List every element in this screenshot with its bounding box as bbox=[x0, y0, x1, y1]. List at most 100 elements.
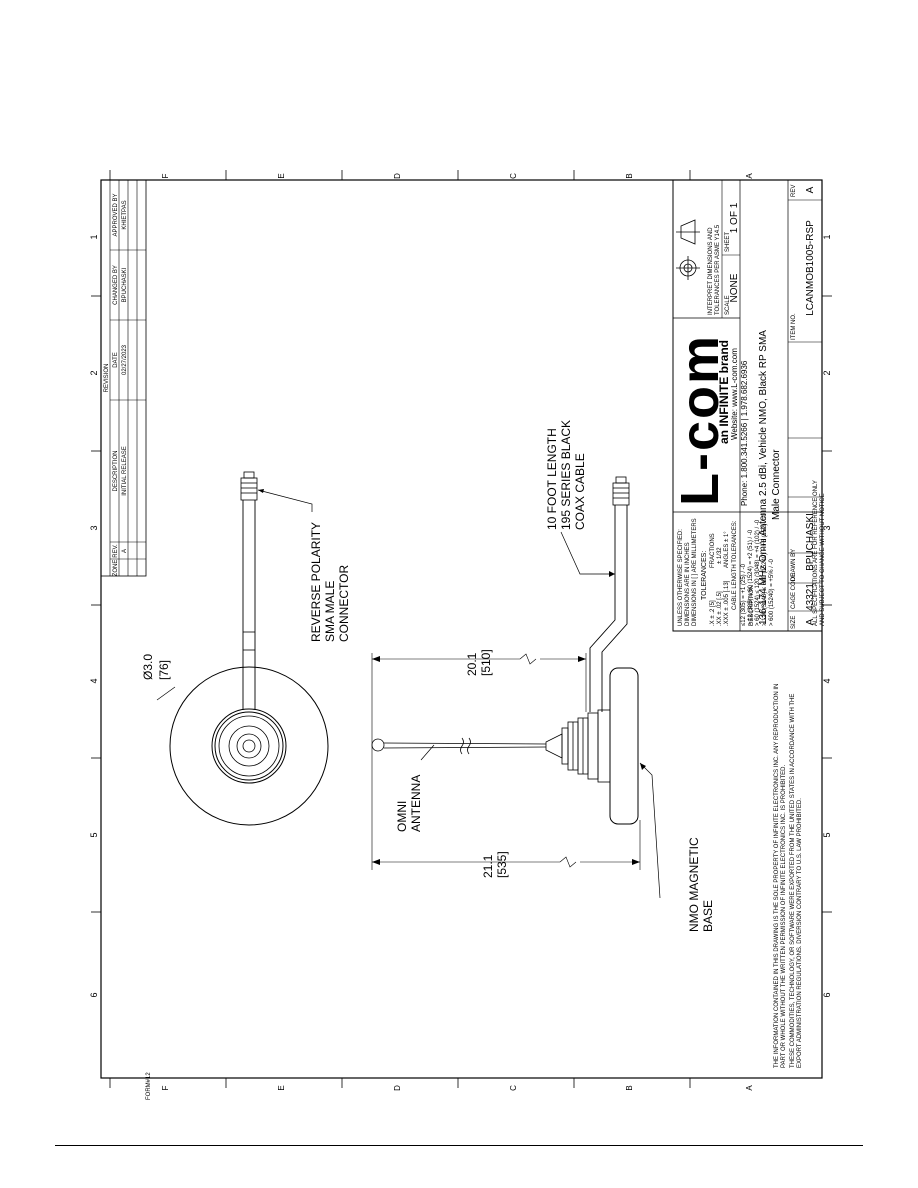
rev-value: A bbox=[805, 186, 816, 193]
tolerance-xx: .XX ± .02 [.5] bbox=[717, 591, 723, 626]
drawn-by-label: DRAWN BY bbox=[791, 549, 797, 581]
zone-letter-f-bottom: F bbox=[161, 1085, 170, 1090]
zone-letter-c-top: C bbox=[509, 173, 518, 179]
zone-letter-d-bottom: D bbox=[393, 1085, 402, 1091]
description-line-2: Male Connector bbox=[771, 449, 782, 520]
antenna-callout-line-1: OMNI bbox=[395, 801, 409, 832]
zone-number-1-left: 1 bbox=[89, 234, 99, 239]
height-dimension-mm: [510] bbox=[479, 649, 493, 676]
cable-tolerance-row-4: > 120 (3048) ≤ 600 (15240) = +6 (152) / … bbox=[762, 512, 768, 626]
lcom-logo: L-com bbox=[670, 334, 730, 506]
sheet-value: 1 OF 1 bbox=[729, 202, 740, 233]
revision-row-rev: A bbox=[122, 549, 128, 553]
zone-number-4-left: 4 bbox=[89, 678, 99, 683]
spec-note-line-1: ALL SPECIFICATIONS ARE FOR REFERENCE ONL… bbox=[813, 480, 819, 626]
tolerance-intro-line-3: DIMENSIONS IN [ ] ARE MILLIMETERS bbox=[692, 518, 698, 626]
item-number-label: ITEM NO. bbox=[791, 313, 797, 340]
proprietary-line-2: PART OR WHOLE WITHOUT THE WRITTEN PERMIS… bbox=[781, 765, 787, 1068]
cage-code-value: 43321 bbox=[805, 583, 816, 611]
zone-letter-b-bottom: B bbox=[625, 1085, 634, 1090]
angles-value: ANGLES ± 1° bbox=[724, 531, 730, 568]
size-value: A bbox=[805, 618, 816, 625]
description-label: DESCRIPTION bbox=[749, 585, 755, 626]
revision-table: REVISION ZONE REV. DESCRIPTION DATE CHAN… bbox=[100, 179, 147, 577]
spec-note-line-2: AND SUBJECT TO CHANGE WITHOUT NOTICE bbox=[820, 493, 826, 626]
title-block: INTERPRET DIMENSIONS AND TOLERANCES PER … bbox=[670, 179, 823, 632]
cable-tolerance-row-2: > 12 (305) ≤ 60 (1524) = +2 (51) / -0 bbox=[748, 529, 754, 626]
revision-col-zone: ZONE bbox=[113, 560, 119, 577]
total-dimension: 21.1 bbox=[481, 854, 495, 878]
zone-number-1-right: 1 bbox=[822, 234, 832, 239]
top-view bbox=[156, 471, 329, 826]
zone-number-3-right: 3 bbox=[822, 525, 832, 530]
drawn-by-value: BPUCHASKI bbox=[805, 513, 816, 571]
zone-letter-d-top: D bbox=[393, 173, 402, 179]
cable-tolerance-row-3: > 60 (1524) ≤ 120 (3048) = +4 (102) / -0 bbox=[755, 519, 761, 626]
zone-letter-e-top: E bbox=[277, 173, 286, 178]
proprietary-notice: THE INFORMATION CONTAINED IN THIS DRAWIN… bbox=[774, 684, 803, 1068]
company-phone: Phone: 1.800.341.5266 | 1.978.682.6936 bbox=[740, 360, 749, 506]
cage-code-label: CAGE CODE bbox=[791, 573, 797, 609]
zone-number-6-right: 6 bbox=[822, 992, 832, 997]
connector-callout-line-3: CONNECTOR bbox=[337, 565, 351, 642]
cable-tolerance-row-5: > 600 (15240) = +5% / -0 bbox=[769, 558, 775, 626]
connector-callout-line-1: REVERSE POLARITY bbox=[309, 522, 323, 642]
tolerance-intro-line-2: DIMENSIONS ARE IN INCHES bbox=[685, 542, 691, 626]
projection-symbol-icon bbox=[676, 219, 700, 280]
zone-letter-f-top: F bbox=[161, 173, 170, 178]
fractions-label: FRACTIONS bbox=[710, 533, 716, 568]
zone-number-6-left: 6 bbox=[89, 992, 99, 997]
proprietary-line-4: EXPORT ADMINISTRATION REGULATIONS. DIVER… bbox=[797, 798, 803, 1068]
connector-callout-line-2: SMA MALE bbox=[323, 581, 337, 642]
zone-number-2-right: 2 bbox=[822, 370, 832, 375]
projection-note-line-2: TOLERANCES PER ASME Y14.5 bbox=[715, 224, 721, 315]
zone-letter-a-top: A bbox=[745, 173, 754, 179]
zone-ticks bbox=[91, 170, 832, 1088]
revision-col-rev: REV. bbox=[113, 544, 119, 558]
page-footer-rule bbox=[55, 1145, 863, 1146]
cable-callout-line-1: 10 FOOT LENGTH bbox=[545, 428, 559, 530]
side-view bbox=[371, 476, 661, 899]
size-label: SIZE bbox=[791, 616, 797, 629]
zone-number-4-right: 4 bbox=[822, 678, 832, 683]
revision-row-changed-by: BPUCHASKI bbox=[122, 267, 128, 302]
height-dimension: 20.1 bbox=[465, 652, 479, 676]
cable-tolerance-heading: CABLE LENGTH TOLERANCES: bbox=[732, 520, 738, 610]
tolerance-block: UNLESS OTHERWISE SPECIFIED: DIMENSIONS A… bbox=[672, 480, 826, 631]
fractions-value: ± 1/32 bbox=[717, 547, 723, 564]
zone-number-3-left: 3 bbox=[89, 525, 99, 530]
proprietary-line-3: THESE COMMODITIES, TECHNOLOGY, OR SOFTWA… bbox=[790, 694, 796, 1068]
item-number-value: LCANMOB1005-RSP bbox=[805, 220, 816, 316]
zone-letter-a-bottom: A bbox=[745, 1085, 754, 1091]
projection-note-line-1: INTERPRET DIMENSIONS AND bbox=[708, 227, 714, 315]
cable-callout-line-3: COAX CABLE bbox=[573, 453, 587, 530]
revision-col-changed-by: CHANGED BY bbox=[113, 265, 119, 305]
base-callout-line-1: NMO MAGNETIC bbox=[687, 837, 701, 932]
zone-letter-b-top: B bbox=[625, 173, 634, 178]
antenna-callout-line-2: ANTENNA bbox=[409, 775, 423, 832]
scale-label: SCALE bbox=[725, 295, 731, 315]
tolerance-intro-line-1: UNLESS OTHERWISE SPECIFIED: bbox=[678, 529, 684, 626]
base-callout-line-2: BASE bbox=[701, 900, 715, 932]
revision-col-approved-by: APPROVED BY bbox=[113, 193, 119, 236]
revision-row-date: 02/27/2023 bbox=[122, 344, 128, 375]
diameter-label: Ø3.0 bbox=[141, 654, 155, 680]
description-line-1: 136-174 MHz Omni Antenna 2.5 dBi, Vehicl… bbox=[758, 330, 769, 625]
revision-col-date: DATE bbox=[113, 352, 119, 368]
revision-col-description: DESCRIPTION bbox=[113, 450, 119, 491]
tolerance-x: .X ± .2 [5] bbox=[710, 600, 716, 626]
revision-heading: REVISION bbox=[104, 364, 110, 393]
top-view-cable bbox=[242, 500, 256, 710]
zone-letter-c-bottom: C bbox=[509, 1085, 518, 1091]
diameter-mm-label: [76] bbox=[157, 660, 171, 680]
cable-tolerance-row-1: ≤12 (305) = +1 (25) / -0 bbox=[741, 563, 747, 626]
sheet-label: SHEET bbox=[725, 232, 731, 252]
scale-value: NONE bbox=[729, 273, 740, 302]
tolerance-xxx: .XXX ± .005 [.13] bbox=[724, 580, 730, 626]
revision-row-description: INITIAL RELEASE bbox=[122, 446, 128, 495]
zone-letter-e-bottom: E bbox=[277, 1085, 286, 1090]
zone-number-2-left: 2 bbox=[89, 370, 99, 375]
proprietary-line-1: THE INFORMATION CONTAINED IN THIS DRAWIN… bbox=[774, 684, 780, 1068]
rev-label: REV bbox=[791, 185, 797, 197]
